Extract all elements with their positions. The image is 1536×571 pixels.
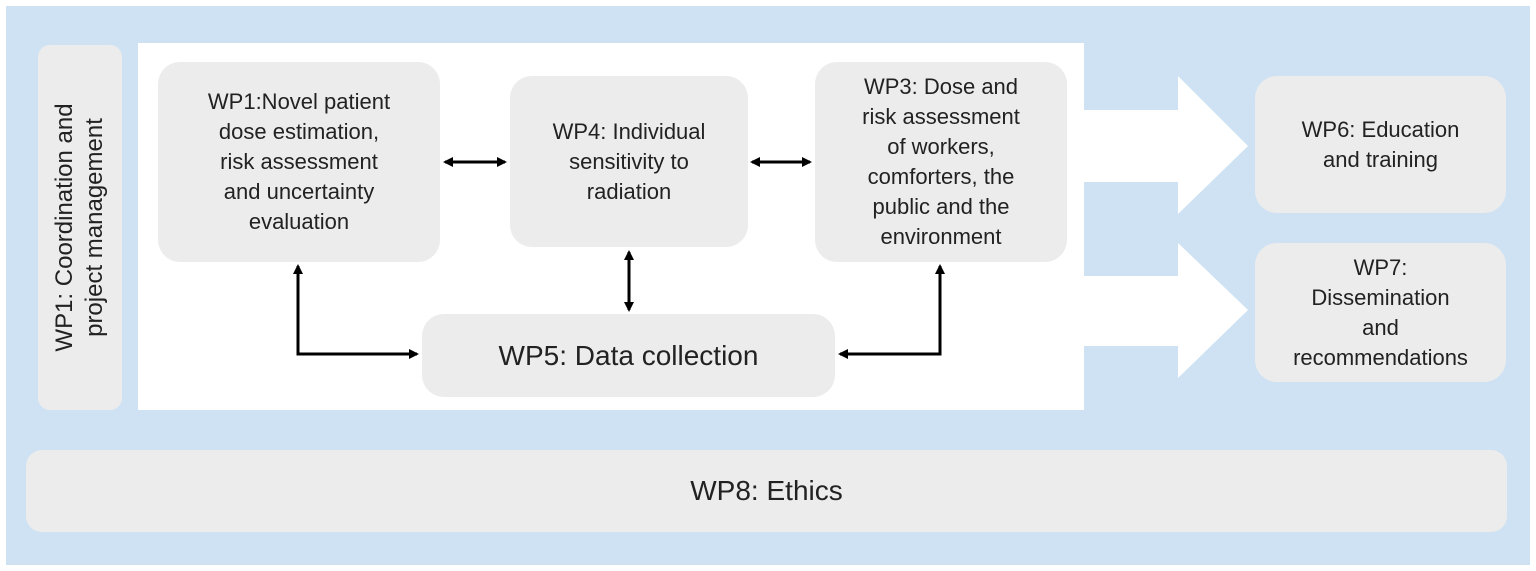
wp7-dissemination-label: WP7: Dissemination and recommendations — [1293, 254, 1468, 370]
wp8-ethics-label: WP8: Ethics — [690, 475, 843, 506]
wp3-workers-dose-label: WP3: Dose and risk assessment of workers… — [862, 74, 1020, 249]
wp8-ethics-box: WP8: Ethics — [26, 450, 1507, 532]
wp5-data-collection-label: WP5: Data collection — [498, 339, 759, 371]
wp6-education-label: WP6: Education and training — [1301, 116, 1460, 172]
wp5-data-collection-box: WP5: Data collection — [422, 314, 835, 397]
wp1-patient-dose-label: WP1:Novel patient dose estimation, risk … — [207, 89, 391, 234]
wp1-coordination-panel — [38, 45, 122, 410]
wp7-dissemination-box: WP7: Dissemination and recommendations — [1255, 243, 1506, 382]
wp6-education-box: WP6: Education and training — [1255, 76, 1506, 213]
wp4-sensitivity-label: WP4: Individual sensitivity to radiation — [552, 118, 706, 204]
wp1-patient-dose-box: WP1:Novel patient dose estimation, risk … — [158, 62, 440, 262]
wp4-sensitivity-box: WP4: Individual sensitivity to radiation — [510, 76, 748, 247]
wp1-coordination-label: WP1: Coordination and project management — [51, 103, 108, 352]
wp3-workers-dose-box: WP3: Dose and risk assessment of workers… — [815, 62, 1067, 262]
